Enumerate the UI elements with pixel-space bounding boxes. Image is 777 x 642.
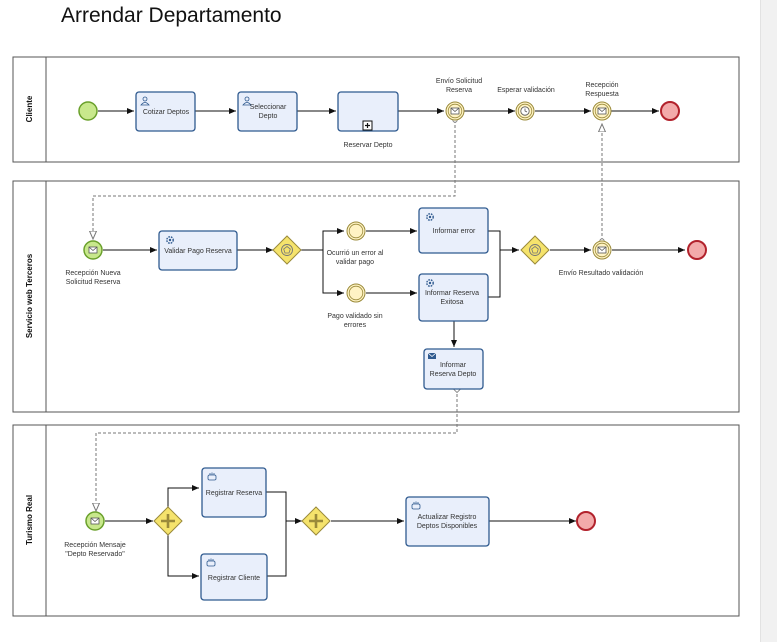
lane-label-turismo: Turismo Real (25, 495, 34, 545)
svg-text:Registrar Cliente: Registrar Cliente (208, 575, 260, 582)
task-seleccionar-depto[interactable]: Seleccionar Depto (237, 91, 298, 132)
svg-text:Actualizar Registro: Actualizar Registro (418, 514, 477, 521)
event-pago-validado[interactable]: Pago validado sin errores (327, 283, 383, 329)
task-cotizar-deptos[interactable]: Cotizar Deptos (135, 91, 196, 132)
event-esperar-validacion[interactable]: Esperar validación (497, 87, 555, 121)
event-ocurrio-error[interactable]: Ocurrió un error al validar pago (327, 221, 384, 266)
svg-text:Recepción Nueva: Recepción Nueva (65, 270, 120, 277)
svg-text:errores: errores (344, 322, 367, 329)
end-event-cliente[interactable] (660, 101, 680, 121)
start-event-cliente[interactable] (78, 101, 98, 121)
svg-text:Recepción: Recepción (585, 82, 618, 89)
envelope-icon (88, 246, 98, 254)
svg-text:Envío Resultado validación: Envío Resultado validación (559, 270, 644, 277)
envelope-icon (90, 517, 100, 525)
event-recepcion-nueva-solicitud[interactable]: Recepción Nueva Solicitud Reserva (65, 240, 121, 286)
plus-icon (161, 514, 175, 528)
gateway-merge-resultado[interactable] (520, 235, 550, 265)
event-envio-solicitud[interactable]: Envío Solicitud Reserva (436, 78, 482, 121)
envelope-icon (597, 107, 607, 115)
plus-icon (309, 514, 323, 528)
vertical-scrollbar[interactable] (760, 0, 777, 642)
svg-text:Exitosa: Exitosa (441, 299, 464, 306)
svg-text:Esperar validación: Esperar validación (497, 87, 555, 94)
svg-text:Informar Reserva: Informar Reserva (425, 290, 479, 297)
event-envio-resultado[interactable]: Envío Resultado validación (559, 240, 644, 277)
diagram-title: Arrendar Departamento (61, 4, 282, 27)
svg-text:Respuesta: Respuesta (585, 91, 619, 98)
svg-text:Recepción Mensaje: Recepción Mensaje (64, 542, 126, 549)
task-informar-reserva-exitosa[interactable]: Informar Reserva Exitosa (418, 273, 489, 322)
svg-text:Envío Solicitud: Envío Solicitud (436, 78, 482, 85)
svg-text:Seleccionar: Seleccionar (250, 104, 287, 111)
svg-text:Ocurrió un error al: Ocurrió un error al (327, 250, 384, 257)
gateway-parallel-split[interactable] (153, 506, 183, 536)
svg-text:Reserva: Reserva (446, 87, 472, 94)
svg-text:Solicitud Reserva: Solicitud Reserva (66, 279, 121, 286)
svg-text:Depto: Depto (259, 113, 278, 120)
lane-label-cliente: Cliente (25, 95, 34, 122)
task-actualizar-registro[interactable]: Actualizar Registro Deptos Disponibles (405, 496, 490, 547)
svg-text:Validar Pago Reserva: Validar Pago Reserva (164, 248, 232, 255)
svg-text:validar pago: validar pago (336, 259, 374, 266)
event-recepcion-mensaje[interactable]: Recepción Mensaje "Depto Reservado" (64, 511, 126, 558)
envelope-icon (450, 107, 460, 115)
envelope-icon (597, 246, 607, 254)
subprocess-label: Reservar Depto (343, 142, 392, 149)
task-validar-pago-reserva[interactable]: Validar Pago Reserva (158, 230, 238, 271)
task-registrar-cliente[interactable]: Registrar Cliente (200, 553, 268, 601)
subprocess-reservar-depto[interactable]: Reservar Depto (337, 91, 399, 149)
svg-text:Deptos Disponibles: Deptos Disponibles (417, 523, 478, 530)
gateway-parallel-join[interactable] (301, 506, 331, 536)
end-event-servicio[interactable] (687, 240, 707, 260)
svg-text:Pago validado sin: Pago validado sin (327, 313, 382, 320)
svg-text:Reserva Depto: Reserva Depto (430, 371, 477, 378)
task-label: Cotizar Deptos (143, 109, 190, 116)
task-informar-reserva-depto[interactable]: Informar Reserva Depto (423, 348, 484, 390)
message-flow-solicitud (93, 120, 455, 239)
svg-text:Informar error: Informar error (433, 228, 476, 235)
send-envelope-icon (427, 352, 437, 360)
task-informar-error[interactable]: Informar error (418, 207, 489, 254)
svg-text:Registrar Reserva: Registrar Reserva (206, 490, 263, 497)
event-recepcion-respuesta[interactable]: Recepción Respuesta (585, 82, 619, 121)
gateway-validacion[interactable] (272, 235, 302, 265)
lane-label-servicio: Servicio web Terceros (25, 253, 34, 338)
svg-text:"Depto Reservado": "Depto Reservado" (65, 551, 125, 558)
end-event-turismo[interactable] (576, 511, 596, 531)
svg-text:Informar: Informar (440, 362, 467, 369)
message-flow-depto-reservado (96, 389, 457, 511)
task-registrar-reserva[interactable]: Registrar Reserva (201, 467, 267, 518)
pool-servicio: Servicio web Terceros (12, 180, 740, 413)
